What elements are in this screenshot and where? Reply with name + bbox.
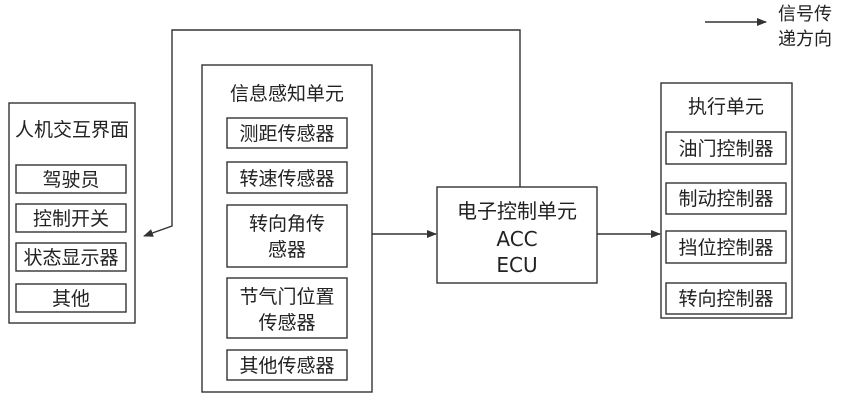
hmi-item-box — [15, 164, 127, 194]
ecu-ecu-label: ECU — [496, 253, 537, 277]
hmi-item-status-display: 状态显示器 — [23, 247, 118, 269]
actuator-box — [665, 230, 787, 264]
legend-label-line1: 信号传 — [778, 4, 832, 25]
actuator-box — [665, 282, 787, 315]
hmi-item-other: 其他 — [52, 288, 90, 310]
sensor-speed: 转速传感器 — [239, 168, 334, 190]
sensor-box — [226, 277, 348, 339]
sensor-distance: 测距传感器 — [239, 123, 334, 145]
actuator-panel: 执行单元 油门控制器 制动控制器 挡位控制器 转向控制器 — [660, 82, 793, 319]
actuator-steering-controller: 转向控制器 — [678, 288, 773, 310]
ecu-title: 电子控制单元 — [457, 199, 577, 223]
actuator-throttle-controller: 油门控制器 — [678, 138, 773, 160]
actuator-box — [665, 131, 787, 165]
ecu-block: 电子控制单元 ACC ECU — [436, 186, 598, 284]
sensor-box — [226, 161, 348, 194]
sensor-steering-angle-line1: 转向角传 — [249, 213, 325, 235]
hmi-item-control-switch: 控制开关 — [33, 208, 109, 230]
actuator-brake-controller: 制动控制器 — [678, 188, 773, 210]
feedback-loop-arrow — [143, 29, 521, 237]
sensing-panel: 信息感知单元 测距传感器 转速传感器 转向角传 感器 节气门位置 传感器 其他传… — [201, 64, 373, 393]
hmi-panel: 人机交互界面 驾驶员 控制开关 状态显示器 其他 — [8, 102, 136, 324]
sensor-steering-angle-line2: 感器 — [268, 239, 306, 261]
actuator-box — [665, 182, 787, 215]
sensing-title: 信息感知单元 — [230, 83, 344, 105]
legend: 信号传 递方向 — [705, 4, 832, 50]
ecu-acc-label: ACC — [496, 227, 537, 251]
hmi-item-driver: 驾驶员 — [42, 169, 99, 191]
actuator-gear-controller: 挡位控制器 — [678, 237, 773, 259]
sensor-other: 其他传感器 — [239, 355, 334, 377]
sensor-box — [226, 204, 348, 268]
actuator-title: 执行单元 — [688, 96, 764, 118]
hmi-item-box — [15, 283, 127, 313]
legend-label-line2: 递方向 — [778, 29, 832, 50]
sensor-throttle-line2: 传感器 — [258, 312, 315, 334]
hmi-title: 人机交互界面 — [15, 119, 129, 141]
ecu-frame — [436, 186, 598, 284]
sensor-throttle-line1: 节气门位置 — [239, 286, 334, 308]
hmi-item-box — [15, 242, 127, 272]
sensor-box — [226, 349, 348, 381]
hmi-item-box — [15, 203, 127, 233]
sensor-box — [226, 117, 348, 149]
